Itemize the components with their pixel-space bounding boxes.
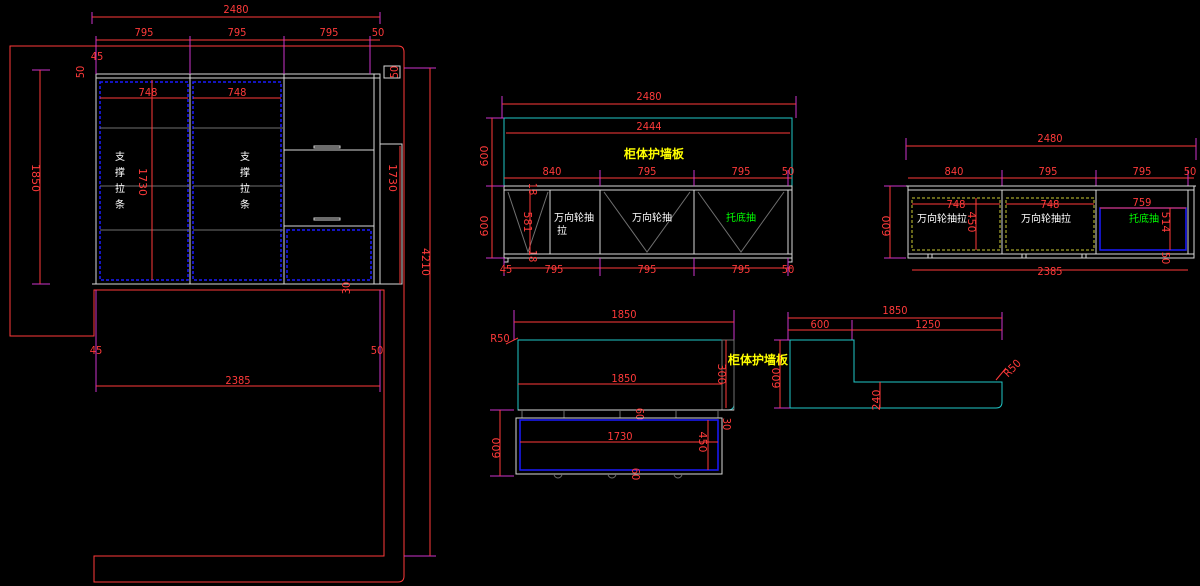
plan-outer-outline <box>9 45 405 583</box>
side-drawer-2-label: 万向轮抽拉 <box>1021 212 1071 225</box>
plan-mid-height: 1730 <box>136 168 149 196</box>
plan-dim-50-right: 50 <box>388 66 401 79</box>
plan-right-height: 1730 <box>386 164 399 192</box>
plan-dim-50: 50 <box>74 66 87 79</box>
front-inner-height: 581 <box>521 212 534 233</box>
plan-lower-45: 45 <box>90 344 103 357</box>
plan-total-width: 2480 <box>223 3 248 16</box>
section-d30: 30 <box>720 418 733 431</box>
section-h600: 600 <box>490 438 503 459</box>
plan-small-dim: 30 <box>340 282 353 295</box>
plan-inner-frame-2 <box>192 81 282 281</box>
plan-lower-50: 50 <box>371 344 384 357</box>
plan-top-dim-4: 50 <box>372 26 385 39</box>
front-top-dim-3: 795 <box>732 165 751 178</box>
side-inner-height: 450 <box>965 212 978 233</box>
lshape-total: 1850 <box>882 304 907 317</box>
front-elevation: 2480 2444 柜体护墙板 840 795 795 50 600 600 <box>478 90 797 276</box>
plan-inner-dim-2: 748 <box>228 86 247 99</box>
front-panel-label: 柜体护墙板 <box>623 146 685 161</box>
plan-support-label-2: 支撑拉条 <box>240 151 250 211</box>
plan-full-height: 4210 <box>419 248 432 276</box>
section-view: 1850 R50 1850 300 柜体护墙板 60 1730 450 30 6… <box>490 308 789 480</box>
section-inner-width: 1730 <box>607 430 632 443</box>
section-side-label: 柜体护墙板 <box>727 352 789 367</box>
side-inner-dim-3: 759 <box>1133 196 1152 209</box>
side-inner-dim-1: 748 <box>947 198 966 211</box>
section-width-mid: 1850 <box>611 372 636 385</box>
front-drawer-2-label: 万向轮抽 <box>632 211 672 224</box>
front-drawer-3-label: 托底抽 <box>726 211 756 224</box>
side-right-height: 514 <box>1159 212 1172 233</box>
front-panel-height: 600 <box>478 146 491 167</box>
side-total-width: 2480 <box>1037 132 1062 145</box>
side-top-dim-4: 50 <box>1184 165 1197 178</box>
plan-inner-dim-1: 748 <box>139 86 158 99</box>
front-panel-width: 2444 <box>636 120 661 133</box>
plan-top-dim-3: 795 <box>320 26 339 39</box>
section-drawer-inner <box>519 419 719 471</box>
front-small-bot: 18 <box>526 250 539 263</box>
side-height: 600 <box>880 216 893 237</box>
plan-dim-45: 45 <box>91 50 104 63</box>
side-top-dim-3: 795 <box>1133 165 1152 178</box>
side-top-dim-2: 795 <box>1039 165 1058 178</box>
lshape-part-b: 1250 <box>915 318 940 331</box>
plan-top-dim-1: 795 <box>135 26 154 39</box>
front-drawer-1-label-2: 拉 <box>557 224 567 237</box>
section-small-60: 60 <box>633 408 646 421</box>
lshape-part-a: 600 <box>811 318 830 331</box>
lshape-radius: R50 <box>1001 357 1024 380</box>
lshape-outline <box>789 339 1003 409</box>
section-h450: 450 <box>696 432 709 453</box>
front-drawer-1-label: 万向轮抽 <box>554 211 594 224</box>
section-width-top: 1850 <box>611 308 636 321</box>
front-cab-height: 600 <box>478 216 491 237</box>
side-elevation: 2480 840 795 795 50 748 748 759 万向轮抽拉 万向… <box>880 132 1197 278</box>
side-inner-dim-2: 748 <box>1041 198 1060 211</box>
plan-support-label-1: 支撑拉条 <box>115 151 125 211</box>
plan-top-dim-2: 795 <box>228 26 247 39</box>
front-bottom-dim-2: 795 <box>545 263 564 276</box>
front-top-dim-2: 795 <box>638 165 657 178</box>
plan-inner-frame-1 <box>99 81 189 281</box>
side-drawer-1-label: 万向轮抽拉 <box>917 212 967 225</box>
front-bottom-dim-5: 50 <box>782 263 795 276</box>
side-top-dim-1: 840 <box>945 165 964 178</box>
front-cabinet <box>503 185 793 259</box>
section-d60: 60 <box>629 468 642 481</box>
section-drawer-frame <box>515 417 723 475</box>
front-total-width: 2480 <box>636 90 661 103</box>
side-drawer-3-label: 托底抽 <box>1129 212 1159 225</box>
plan-inner-frame-3 <box>286 229 372 281</box>
front-top-dim-1: 840 <box>543 165 562 178</box>
side-small-dim: 50 <box>1159 252 1172 265</box>
lshape-height: 600 <box>770 368 783 389</box>
front-top-dim-4: 50 <box>782 165 795 178</box>
section-h300: 300 <box>715 364 728 385</box>
lshape-step: 240 <box>870 390 883 411</box>
front-bottom-dim-3: 795 <box>638 263 657 276</box>
section-radius: R50 <box>490 332 509 345</box>
plan-left-height: 1850 <box>29 164 42 192</box>
front-small-top: 18 <box>526 183 539 196</box>
lshape-view: 1850 600 1250 600 240 R50 <box>770 304 1024 411</box>
plan-view: 2480 795 795 795 50 45 50 50 748 748 185… <box>9 3 436 583</box>
side-bottom-width: 2385 <box>1037 265 1062 278</box>
front-bottom-dim-4: 795 <box>732 263 751 276</box>
plan-bottom-width: 2385 <box>225 374 250 387</box>
front-bottom-dim-1: 45 <box>500 263 513 276</box>
